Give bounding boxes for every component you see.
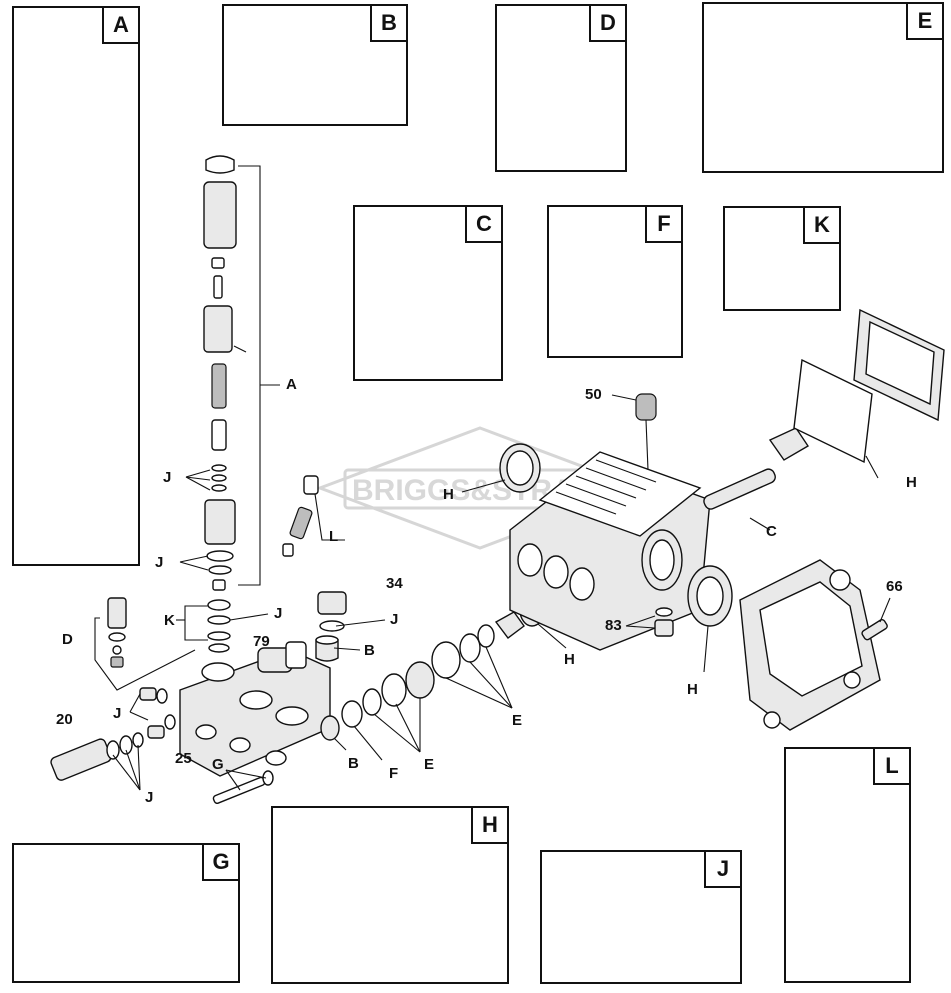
callout-34: 34 [386, 575, 403, 592]
callout-e-2: E [512, 712, 523, 729]
callout-j-2: J [155, 554, 164, 571]
kit-box-l: L [784, 747, 911, 983]
cover-gasket [793, 308, 945, 479]
kit-label-e: E [906, 2, 944, 40]
crankcase [461, 393, 809, 673]
kit-box-h: H [271, 806, 509, 984]
kit-box-k: K [723, 206, 841, 311]
callout-83: 83 [605, 617, 622, 634]
callout-f: F [389, 765, 399, 782]
kit-label-h: H [471, 806, 509, 844]
kit-box-b: B [222, 4, 408, 126]
callout-a: A [286, 376, 297, 393]
callout-j-1: J [163, 469, 172, 486]
callout-j-4: J [390, 611, 399, 628]
kit-label-b: B [370, 4, 408, 42]
callout-h-2: H [564, 651, 575, 668]
callout-20: 20 [56, 711, 73, 728]
kit-label-j: J [704, 850, 742, 888]
kit-box-j: J [540, 850, 742, 984]
kit-box-e: E [702, 2, 944, 173]
callout-c: C [766, 523, 777, 540]
callout-h-1: H [443, 486, 454, 503]
kit-label-l: L [873, 747, 911, 785]
kit-label-c: C [465, 205, 503, 243]
kit-label-d: D [589, 4, 627, 42]
callout-g: G [212, 756, 224, 773]
kit-box-d: D [495, 4, 627, 172]
callout-h-3: H [687, 681, 698, 698]
callout-j-5: J [113, 705, 122, 722]
callout-b-1: B [364, 642, 375, 659]
kit-label-g: G [202, 843, 240, 881]
kit-label-k: K [803, 206, 841, 244]
callout-79: 79 [253, 633, 270, 650]
callout-50: 50 [585, 386, 602, 403]
callout-e-1: E [424, 756, 435, 773]
kit-box-f: F [547, 205, 683, 358]
callout-k: K [164, 612, 175, 629]
kit-label-f: F [645, 205, 683, 243]
callout-h-4: H [906, 474, 917, 491]
kit-box-a: A [12, 6, 140, 566]
kit-box-c: C [353, 205, 503, 381]
kit-label-a: A [102, 6, 140, 44]
callout-66: 66 [886, 578, 903, 595]
manifold [50, 469, 386, 804]
callout-j-3: J [274, 605, 283, 622]
unloader-assembly [203, 155, 280, 641]
seal-row [320, 593, 567, 761]
callout-d: D [62, 631, 73, 648]
callout-b-2: B [348, 755, 359, 772]
callout-25: 25 [175, 750, 192, 767]
callout-l: L [329, 528, 339, 545]
callout-j-6: J [145, 789, 154, 806]
kit-box-g: G [12, 843, 240, 983]
gear-housing [739, 559, 891, 731]
